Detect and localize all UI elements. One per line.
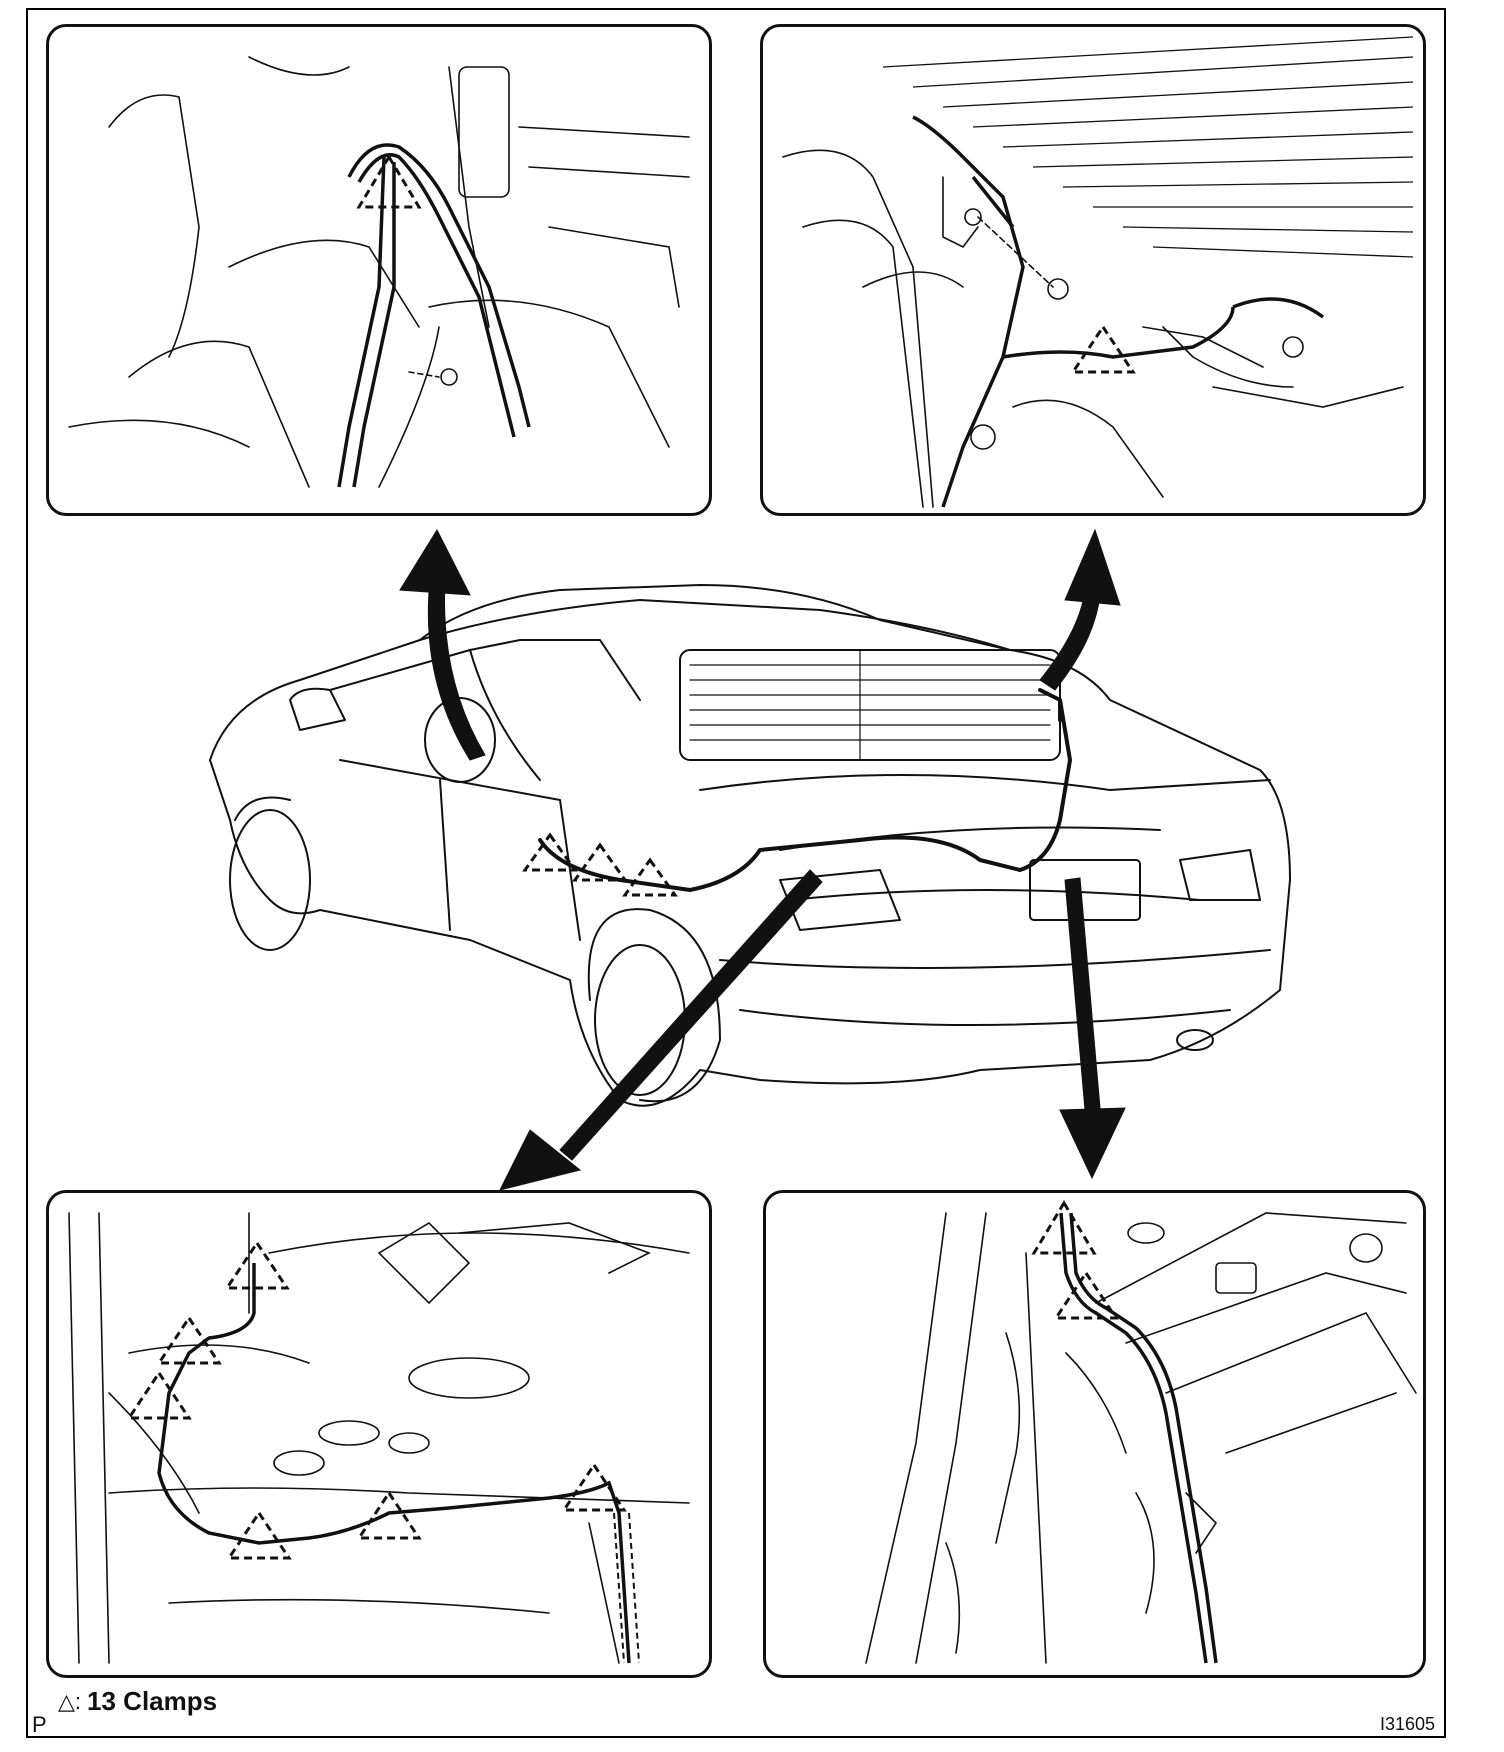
detail-panel-console — [46, 24, 712, 516]
clamp-symbol: △: — [58, 1688, 82, 1714]
page-marker: P — [32, 1712, 47, 1737]
detail-panel-rear-shelf — [760, 24, 1426, 516]
clamp-legend: △: 13 Clamps — [58, 1686, 217, 1717]
figure-code: I31605 — [1380, 1714, 1436, 1734]
detail-panel-floor — [46, 1190, 712, 1678]
clamp-legend-text: 13 Clamps — [87, 1686, 218, 1716]
detail-panel-trunk-side — [763, 1190, 1426, 1678]
